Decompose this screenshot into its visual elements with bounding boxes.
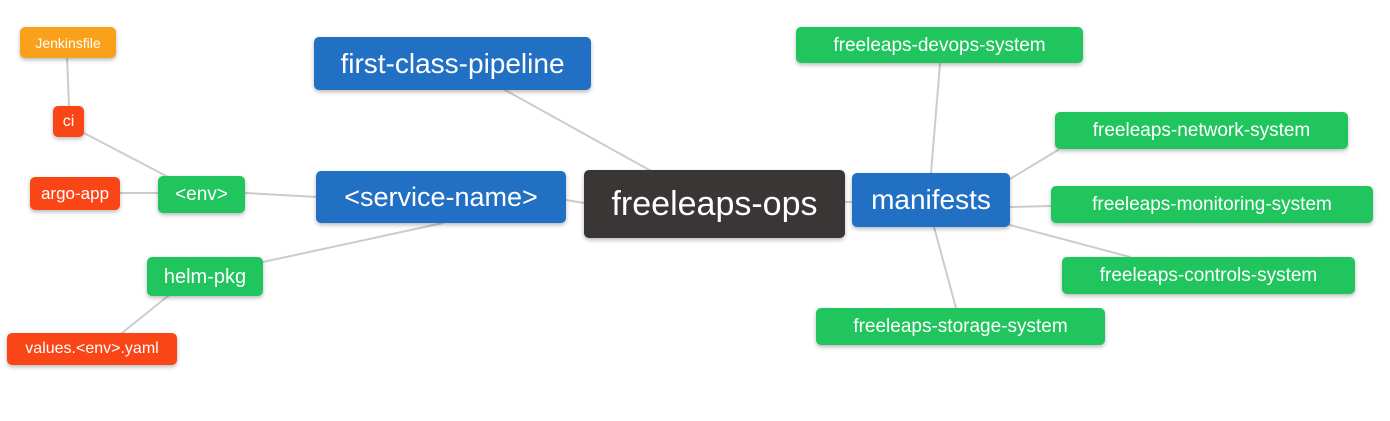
node-freeleaps-network-system[interactable]: freeleaps-network-system: [1055, 112, 1348, 149]
node-label: freeleaps-devops-system: [833, 34, 1046, 56]
node-helm-pkg[interactable]: helm-pkg: [147, 257, 263, 296]
edge-helm-pkg-values-env-yaml: [121, 295, 169, 334]
node-label: freeleaps-storage-system: [853, 316, 1068, 337]
edge-ci-env: [81, 131, 171, 179]
node-label: helm-pkg: [163, 265, 247, 288]
node-freeleaps-storage-system[interactable]: freeleaps-storage-system: [816, 308, 1105, 345]
edge-first-class-pipeline-freeleaps-ops: [504, 89, 654, 173]
node-env[interactable]: <env>: [158, 176, 245, 213]
edge-manifests-freeleaps-controls-system: [1009, 224, 1131, 258]
node-label: freeleaps-network-system: [1092, 120, 1311, 141]
edge-service-name-freeleaps-ops: [565, 199, 585, 204]
node-label: ci: [62, 112, 75, 130]
node-label: <env>: [175, 184, 228, 205]
node-first-class-pipeline[interactable]: first-class-pipeline: [314, 37, 591, 90]
edge-manifests-freeleaps-storage-system: [933, 226, 957, 309]
node-label: first-class-pipeline: [340, 47, 565, 79]
edge-manifests-freeleaps-devops-system: [930, 63, 941, 174]
node-argo-app[interactable]: argo-app: [30, 177, 120, 210]
edge-manifests-freeleaps-monitoring-system: [1009, 205, 1052, 208]
node-label: manifests: [871, 184, 991, 215]
node-label: freeleaps-monitoring-system: [1092, 194, 1332, 215]
node-label: <service-name>: [344, 181, 538, 212]
node-label: Jenkinsfile: [35, 34, 101, 51]
node-label: freeleaps-controls-system: [1099, 265, 1318, 286]
node-ci[interactable]: ci: [53, 106, 84, 137]
node-freeleaps-controls-system[interactable]: freeleaps-controls-system: [1062, 257, 1355, 294]
node-service-name[interactable]: <service-name>: [316, 171, 566, 223]
edge-helm-pkg-service-name: [262, 222, 444, 263]
node-label: argo-app: [40, 184, 110, 203]
node-freeleaps-ops[interactable]: freeleaps-ops: [584, 170, 845, 238]
node-label: freeleaps-ops: [611, 185, 818, 223]
node-values-env-yaml[interactable]: values.<env>.yaml: [7, 333, 177, 365]
node-freeleaps-monitoring-system[interactable]: freeleaps-monitoring-system: [1051, 186, 1373, 223]
node-jenkinsfile[interactable]: Jenkinsfile: [20, 27, 116, 58]
edge-manifests-freeleaps-network-system: [1009, 149, 1059, 180]
node-manifests[interactable]: manifests: [852, 173, 1010, 227]
node-freeleaps-devops-system[interactable]: freeleaps-devops-system: [796, 27, 1083, 63]
edge-jenkinsfile-ci: [66, 56, 70, 107]
edge-env-service-name: [244, 192, 318, 198]
node-label: values.<env>.yaml: [25, 340, 159, 357]
